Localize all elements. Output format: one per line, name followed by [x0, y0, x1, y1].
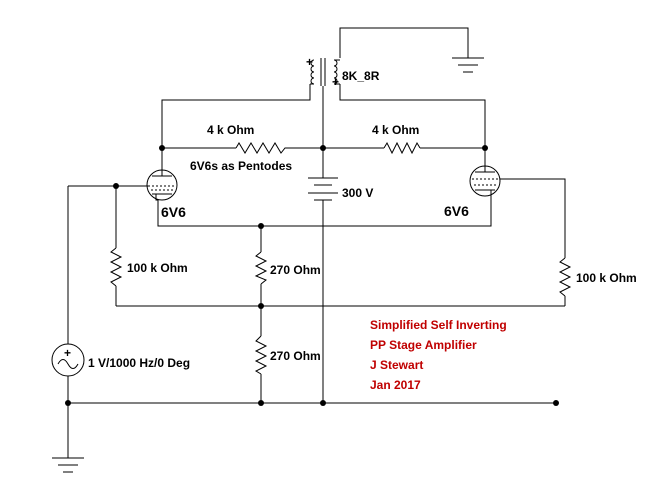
output-transformer: + + 8K_8R: [306, 55, 380, 89]
resistor-grid-right: 100 k Ohm: [558, 257, 637, 297]
tube-right: 6V6: [444, 165, 501, 219]
resistor-cathode-bottom: 270 Ohm: [254, 335, 321, 375]
tube-left: 6V6: [146, 169, 186, 220]
resistor-plate-right-label: 4 k Ohm: [372, 123, 419, 137]
ac-source-plus: +: [64, 346, 71, 360]
note-line-3: J Stewart: [370, 358, 423, 372]
ground-symbol-bottom: [52, 457, 84, 473]
note-line-2: PP Stage Amplifier: [370, 338, 477, 352]
junction-dots: [65, 145, 559, 406]
tube-right-label: 6V6: [444, 203, 469, 219]
resistor-cathode-top: 270 Ohm: [254, 251, 321, 285]
battery-300v: 300 V: [308, 170, 373, 210]
resistor-grid-right-label: 100 k Ohm: [576, 271, 637, 285]
ac-source-label: 1 V/1000 Hz/0 Deg: [88, 356, 190, 370]
ac-source: + 1 V/1000 Hz/0 Deg: [51, 343, 190, 377]
resistor-cathode-bottom-label: 270 Ohm: [270, 349, 321, 363]
note-line-1: Simplified Self Inverting: [370, 318, 507, 332]
title-notes: Simplified Self Inverting PP Stage Ampli…: [370, 318, 507, 392]
resistor-grid-left-label: 100 k Ohm: [127, 261, 188, 275]
resistor-cathode-top-label: 270 Ohm: [270, 263, 321, 277]
tube-left-label: 6V6: [161, 204, 186, 220]
ground-symbol-top: [452, 57, 484, 73]
wires: [67, 27, 566, 458]
tube-note-label: 6V6s as Pentodes: [190, 159, 292, 173]
transformer-plus-primary: +: [306, 55, 313, 69]
transformer-label: 8K_8R: [342, 69, 380, 83]
transformer-plus-secondary: +: [332, 75, 339, 89]
resistor-plate-left-label: 4 k Ohm: [207, 123, 254, 137]
note-line-4: Jan 2017: [370, 378, 421, 392]
resistor-grid-left: 100 k Ohm: [109, 247, 188, 287]
resistor-plate-left: 4 k Ohm: [207, 123, 288, 154]
resistor-plate-right: 4 k Ohm: [372, 123, 421, 155]
battery-label: 300 V: [342, 186, 373, 200]
